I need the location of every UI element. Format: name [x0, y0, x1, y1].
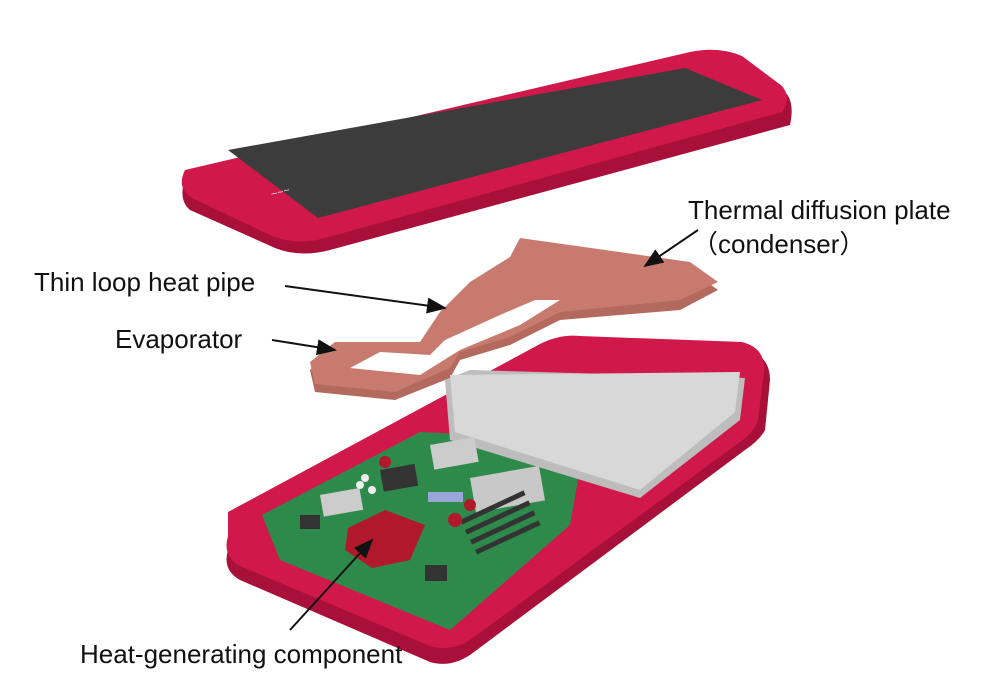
- phone-bottom-tray: [226, 335, 770, 664]
- label-thermal-plate-condenser: （condenser）: [692, 229, 866, 259]
- loop-heat-pipe: [310, 238, 718, 400]
- label-thermal-plate: Thermal diffusion plate: [688, 195, 951, 225]
- label-loop-heat-pipe: Thin loop heat pipe: [34, 267, 256, 297]
- arrow-heat-component: [289, 538, 374, 631]
- arrow-evaporator: [271, 339, 337, 356]
- arrow-heat-pipe: [284, 285, 447, 314]
- battery: [450, 372, 740, 490]
- label-evaporator: Evaporator: [115, 324, 243, 354]
- label-heat-generating-component: Heat-generating component: [80, 639, 403, 669]
- screen: [228, 68, 762, 218]
- phone-top-cover: ~~~: [181, 49, 792, 254]
- arrow-thermal-plate: [643, 229, 699, 268]
- logo: ~~~: [270, 184, 292, 201]
